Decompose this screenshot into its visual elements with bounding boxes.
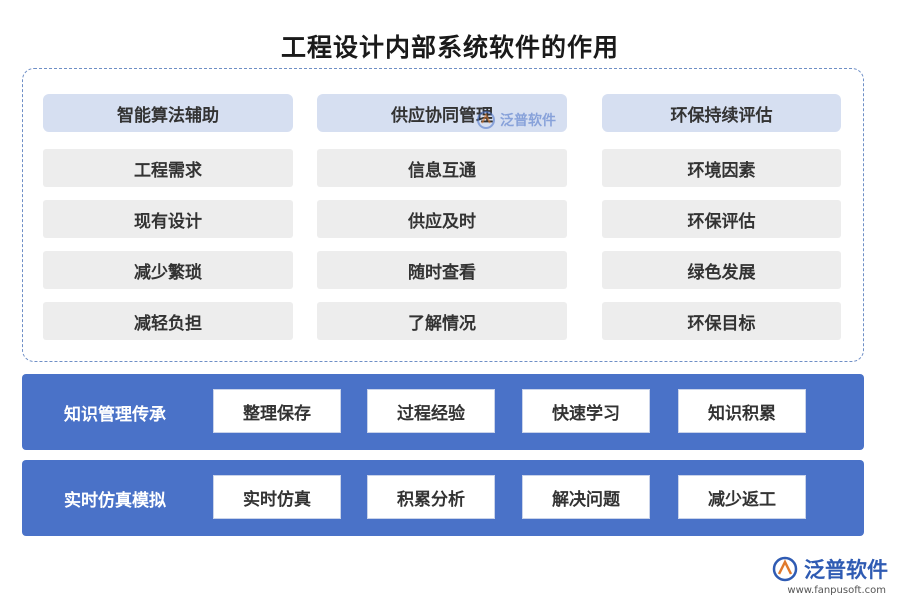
band-item: 解决问题 [522,475,650,519]
column-item: 供应及时 [317,200,567,238]
column-item: 环境因素 [602,149,841,187]
column-header-supply: 供应协同管理 [317,94,567,132]
column-item: 减少繁琐 [43,251,293,289]
fanpu-logo-icon [772,556,798,582]
column-item: 绿色发展 [602,251,841,289]
column-header-algorithm: 智能算法辅助 [43,94,293,132]
band-item: 实时仿真 [213,475,341,519]
feature-panel [22,68,864,362]
column-item: 了解情况 [317,302,567,340]
fanpu-logo-icon [477,111,495,129]
column-item: 现有设计 [43,200,293,238]
band-item: 整理保存 [213,389,341,433]
page-title: 工程设计内部系统软件的作用 [280,33,619,62]
column-item: 减轻负担 [43,302,293,340]
band-item: 积累分析 [367,475,495,519]
column-item: 环保目标 [602,302,841,340]
brand-logo: 泛普软件 [772,554,888,584]
watermark: 泛普软件 [476,110,556,130]
column-item: 环保评估 [602,200,841,238]
band-label: 知识管理传承 [64,404,166,425]
column-item: 随时查看 [317,251,567,289]
band-item: 知识积累 [678,389,806,433]
band-item: 过程经验 [367,389,495,433]
column-header-environment: 环保持续评估 [602,94,841,132]
brand-name: 泛普软件 [804,558,888,582]
band-knowledge: 知识管理传承 整理保存 过程经验 快速学习 知识积累 [22,374,864,450]
band-item: 快速学习 [522,389,650,433]
band-simulation: 实时仿真模拟 实时仿真 积累分析 解决问题 减少返工 [22,460,864,536]
watermark-text: 泛普软件 [500,113,556,129]
column-item: 工程需求 [43,149,293,187]
band-item: 减少返工 [678,475,806,519]
column-item: 信息互通 [317,149,567,187]
brand-url: www.fanpusoft.com [787,585,886,596]
band-label: 实时仿真模拟 [64,490,166,511]
